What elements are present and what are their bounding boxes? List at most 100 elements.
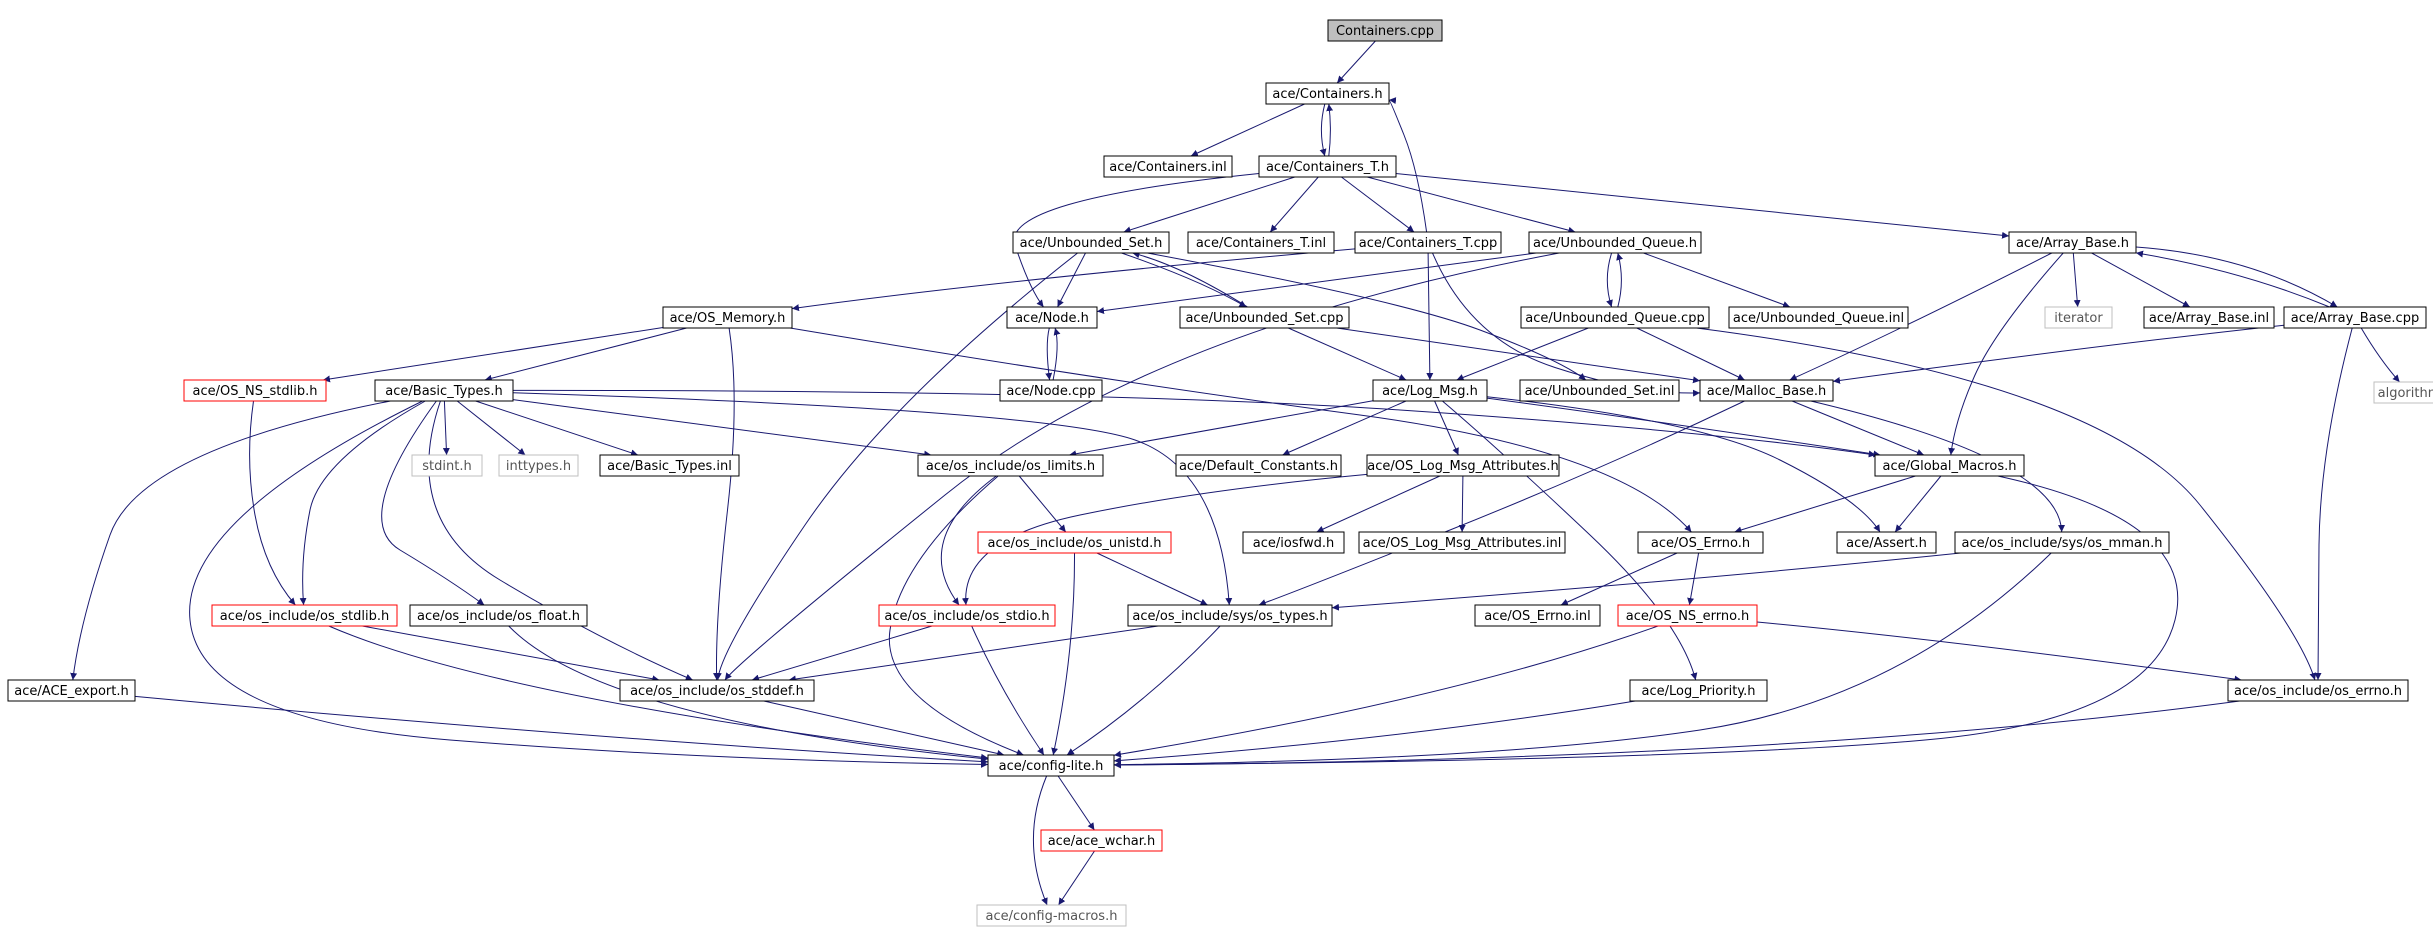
node-os_unistd_h[interactable]: ace/os_include/os_unistd.h xyxy=(977,531,1172,554)
node-box[interactable] xyxy=(1358,531,1566,554)
node-box[interactable] xyxy=(1520,306,1710,329)
node-box[interactable] xyxy=(2008,231,2137,254)
node-box[interactable] xyxy=(977,531,1172,554)
node-box[interactable] xyxy=(1519,379,1680,402)
node-box[interactable] xyxy=(1637,531,1764,554)
node-inttypes_h[interactable]: inttypes.h xyxy=(498,454,579,477)
node-box[interactable] xyxy=(1354,231,1502,254)
node-os_types_h[interactable]: ace/os_include/sys/os_types.h xyxy=(1127,604,1333,627)
node-iosfwd_h[interactable]: ace/iosfwd.h xyxy=(1242,531,1345,554)
node-assert_h[interactable]: ace/Assert.h xyxy=(1836,531,1937,554)
node-basic_types_h[interactable]: ace/Basic_Types.h xyxy=(374,379,514,402)
node-config_lite_h[interactable]: ace/config-lite.h xyxy=(987,754,1115,777)
node-array_base_cpp[interactable]: ace/Array_Base.cpp xyxy=(2283,306,2427,329)
node-box[interactable] xyxy=(374,379,514,402)
node-box[interactable] xyxy=(211,604,398,627)
node-stdint_h[interactable]: stdint.h xyxy=(411,454,483,477)
node-containers_t_cpp[interactable]: ace/Containers_T.cpp xyxy=(1354,231,1502,254)
node-os_float_h[interactable]: ace/os_include/os_float.h xyxy=(409,604,588,627)
node-unbounded_queue_cpp[interactable]: ace/Unbounded_Queue.cpp xyxy=(1520,306,1710,329)
node-unbounded_set_cpp[interactable]: ace/Unbounded_Set.cpp xyxy=(1179,306,1350,329)
node-unbounded_set_h[interactable]: ace/Unbounded_Set.h xyxy=(1012,231,1170,254)
node-box[interactable] xyxy=(1836,531,1937,554)
node-containers_t_h[interactable]: ace/Containers_T.h xyxy=(1258,155,1397,178)
node-box[interactable] xyxy=(1366,454,1560,477)
node-ace_export_h[interactable]: ace/ACE_export.h xyxy=(7,679,136,702)
node-box[interactable] xyxy=(917,454,1104,477)
node-box[interactable] xyxy=(1372,379,1488,402)
node-box[interactable] xyxy=(878,604,1056,627)
node-containers_inl[interactable]: ace/Containers.inl xyxy=(1103,155,1233,178)
node-array_base_inl[interactable]: ace/Array_Base.inl xyxy=(2143,306,2275,329)
node-unbounded_queue_h[interactable]: ace/Unbounded_Queue.h xyxy=(1528,231,1702,254)
node-box[interactable] xyxy=(183,379,327,402)
node-os_stdlib_h[interactable]: ace/os_include/os_stdlib.h xyxy=(211,604,398,627)
node-node_h[interactable]: ace/Node.h xyxy=(1006,306,1098,329)
node-algorithm[interactable]: algorithm xyxy=(2373,381,2433,404)
node-log_msg_h[interactable]: ace/Log_Msg.h xyxy=(1372,379,1488,402)
node-ace_wchar_h[interactable]: ace/ace_wchar.h xyxy=(1040,829,1163,852)
node-box[interactable] xyxy=(1127,604,1333,627)
node-box[interactable] xyxy=(1187,231,1335,254)
node-box[interactable] xyxy=(1179,306,1350,329)
node-os_ns_stdlib_h[interactable]: ace/OS_NS_stdlib.h xyxy=(183,379,327,402)
node-os_errno_h[interactable]: ace/OS_Errno.h xyxy=(1637,531,1764,554)
node-box[interactable] xyxy=(7,679,136,702)
node-box[interactable] xyxy=(999,379,1103,402)
node-box[interactable] xyxy=(619,679,815,702)
node-box[interactable] xyxy=(498,454,579,477)
node-box[interactable] xyxy=(1629,679,1768,702)
node-box[interactable] xyxy=(1954,531,2170,554)
node-box[interactable] xyxy=(987,754,1115,777)
node-box[interactable] xyxy=(411,454,483,477)
node-box[interactable] xyxy=(1242,531,1345,554)
node-box[interactable] xyxy=(662,306,793,329)
node-os_include_errno_h[interactable]: ace/os_include/os_errno.h xyxy=(2227,679,2409,702)
node-os_stddef_h[interactable]: ace/os_include/os_stddef.h xyxy=(619,679,815,702)
node-box[interactable] xyxy=(2044,306,2113,329)
node-box[interactable] xyxy=(1265,82,1390,105)
node-os_limits_h[interactable]: ace/os_include/os_limits.h xyxy=(917,454,1104,477)
node-containers_cpp[interactable]: Containers.cpp xyxy=(1327,19,1443,42)
node-box[interactable] xyxy=(1874,454,2025,477)
node-box[interactable] xyxy=(2227,679,2409,702)
node-unbounded_set_inl[interactable]: ace/Unbounded_Set.inl xyxy=(1519,379,1680,402)
node-basic_types_inl[interactable]: ace/Basic_Types.inl xyxy=(599,454,740,477)
node-box[interactable] xyxy=(2373,381,2433,404)
node-box[interactable] xyxy=(599,454,740,477)
node-config_macros_h[interactable]: ace/config-macros.h xyxy=(976,904,1127,927)
node-malloc_base_h[interactable]: ace/Malloc_Base.h xyxy=(1699,379,1834,402)
node-box[interactable] xyxy=(1175,454,1342,477)
node-box[interactable] xyxy=(1474,604,1601,627)
node-global_macros_h[interactable]: ace/Global_Macros.h xyxy=(1874,454,2025,477)
node-os_ns_errno_h[interactable]: ace/OS_NS_errno.h xyxy=(1617,604,1758,627)
node-box[interactable] xyxy=(1327,19,1443,42)
node-box[interactable] xyxy=(2143,306,2275,329)
node-array_base_h[interactable]: ace/Array_Base.h xyxy=(2008,231,2137,254)
node-box[interactable] xyxy=(409,604,588,627)
node-node_cpp[interactable]: ace/Node.cpp xyxy=(999,379,1103,402)
node-unbounded_queue_inl[interactable]: ace/Unbounded_Queue.inl xyxy=(1728,306,1909,329)
node-os_memory_h[interactable]: ace/OS_Memory.h xyxy=(662,306,793,329)
node-os_mman_h[interactable]: ace/os_include/sys/os_mman.h xyxy=(1954,531,2170,554)
node-os_errno_inl[interactable]: ace/OS_Errno.inl xyxy=(1474,604,1601,627)
node-box[interactable] xyxy=(1699,379,1834,402)
node-box[interactable] xyxy=(1012,231,1170,254)
node-iterator[interactable]: iterator xyxy=(2044,306,2113,329)
node-box[interactable] xyxy=(1617,604,1758,627)
node-box[interactable] xyxy=(2283,306,2427,329)
node-box[interactable] xyxy=(1103,155,1233,178)
node-box[interactable] xyxy=(1258,155,1397,178)
node-box[interactable] xyxy=(1528,231,1702,254)
node-box[interactable] xyxy=(976,904,1127,927)
node-log_priority_h[interactable]: ace/Log_Priority.h xyxy=(1629,679,1768,702)
node-containers_t_inl[interactable]: ace/Containers_T.inl xyxy=(1187,231,1335,254)
node-os_stdio_h[interactable]: ace/os_include/os_stdio.h xyxy=(878,604,1056,627)
node-box[interactable] xyxy=(1006,306,1098,329)
node-box[interactable] xyxy=(1040,829,1163,852)
node-containers_h[interactable]: ace/Containers.h xyxy=(1265,82,1390,105)
node-os_log_msg_attributes_inl[interactable]: ace/OS_Log_Msg_Attributes.inl xyxy=(1358,531,1566,554)
node-default_constants_h[interactable]: ace/Default_Constants.h xyxy=(1175,454,1342,477)
node-os_log_msg_attributes_h[interactable]: ace/OS_Log_Msg_Attributes.h xyxy=(1366,454,1560,477)
node-box[interactable] xyxy=(1728,306,1909,329)
